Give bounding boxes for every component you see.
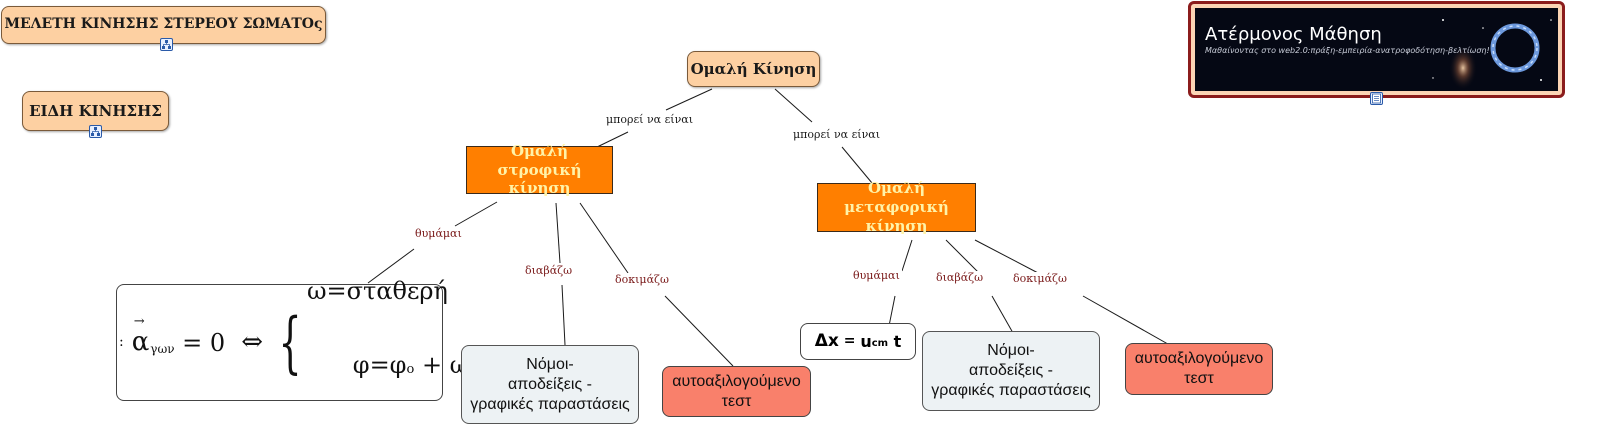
banner-title: Ατέρμονος Μάθηση xyxy=(1205,24,1382,45)
laws-left-line-3: γραφικές παραστάσεις xyxy=(470,395,630,413)
velocity-sub: cm xyxy=(871,338,889,350)
velocity: u xyxy=(860,331,872,351)
translational-formula-box[interactable]: Δx = u cm t xyxy=(800,323,916,360)
study-label: ΜΕΛΕΤΗ ΚΙΝΗΣΗΣ ΣΤΕΡΕΟΥ ΣΩΜΑΤΟς xyxy=(4,16,323,33)
banner-image: Ατέρμονος Μάθηση Μαθαίνοντας στο web2.0:… xyxy=(1195,8,1558,91)
link-remember-right: θυμάμαι xyxy=(851,269,902,283)
iff-symbol: ⇔ xyxy=(241,327,263,358)
laws-proofs-graphs-left[interactable]: Νόμοι- αποδείξεις - γραφικές παραστάσεις xyxy=(461,345,639,424)
laws-proofs-graphs-right[interactable]: Νόμοι- αποδείξεις - γραφικές παραστάσεις xyxy=(922,331,1100,411)
test-left-line-1: αυτοαξιλογούμενο xyxy=(672,372,801,390)
link-can-be-left: μπορεί να είναι xyxy=(604,113,696,127)
laws-left-line-2: αποδείξεις - xyxy=(508,375,592,393)
delta-x: Δx xyxy=(814,330,839,351)
root-node[interactable]: Ομαλή Κίνηση xyxy=(687,51,820,87)
test-left-line-2: τεστ xyxy=(721,392,752,410)
translational-line-2: μεταφορική κίνηση xyxy=(844,198,949,235)
case-phi: φ=φο + ωt xyxy=(307,320,479,410)
link-try-left: δοκιμάζω xyxy=(613,273,671,287)
test-right-line-1: αυτοαξιλογούμενο xyxy=(1134,350,1264,367)
study-node[interactable]: ΜΕΛΕΤΗ ΚΙΝΗΣΗΣ ΣΤΕΡΕΟΥ ΣΩΜΑΤΟς xyxy=(1,6,326,44)
link-read-right: διαβάζω xyxy=(934,271,986,285)
case-phi-main: φ=φ xyxy=(352,350,407,379)
link-read-left: διαβάζω xyxy=(523,264,575,278)
link-try-right: δοκιμάζω xyxy=(1011,272,1069,286)
case-phi-sub: ο xyxy=(406,361,415,377)
self-assessment-test-right[interactable]: αυτοαξιλογούμενο τεστ xyxy=(1125,343,1273,395)
types-node[interactable]: ΕΙΔΗ ΚΙΝΗΣΗΣ xyxy=(22,91,169,131)
link-remember-left: θυμάμαι xyxy=(413,227,464,241)
curly-brace: { xyxy=(278,303,302,381)
translational-motion-node[interactable]: Ομαλή μεταφορική κίνηση xyxy=(817,179,976,235)
laws-right-line-3: γραφικές παραστάσεις xyxy=(931,382,1091,399)
galaxy-image xyxy=(1423,8,1558,91)
link-can-be-right: μπορεί να είναι xyxy=(791,128,883,142)
rotational-formula-box[interactable]: : → α γων = 0 ⇔ { ω=σταθερή φ=φο + ωt xyxy=(116,277,479,401)
banner-subtitle: Μαθαίνοντας στο web2.0:πράξη-εμπειρία-αν… xyxy=(1205,46,1490,55)
alpha-symbol: α xyxy=(131,327,150,358)
laws-right-line-1: Νόμοι- xyxy=(987,342,1035,359)
root-label: Ομαλή Κίνηση xyxy=(690,59,817,78)
laws-left-line-1: Νόμοι- xyxy=(526,355,574,373)
laws-right-line-2: αποδείξεις - xyxy=(969,362,1053,379)
time: t xyxy=(888,331,902,351)
document-icon[interactable] xyxy=(1370,92,1383,105)
test-right-line-2: τεστ xyxy=(1184,370,1214,387)
equals: = xyxy=(838,332,861,349)
alpha-vector: → α xyxy=(131,314,150,359)
submap-icon[interactable] xyxy=(89,125,102,138)
rotational-line-2: στροφική κίνηση xyxy=(497,160,582,198)
rotational-motion-node[interactable]: Ομαλή στροφική κίνηση xyxy=(466,142,613,197)
banner-link[interactable]: Ατέρμονος Μάθηση Μαθαίνοντας στο web2.0:… xyxy=(1188,1,1565,98)
vector-arrow-icon: → xyxy=(133,314,145,330)
formula-prefix: : xyxy=(119,333,124,350)
case-omega: ω=σταθερή xyxy=(306,276,448,305)
submap-icon[interactable] xyxy=(160,38,173,51)
rotational-line-1: Ομαλή xyxy=(510,141,568,160)
types-label: ΕΙΔΗ ΚΙΝΗΣΗΣ xyxy=(29,101,162,120)
formula-cases: ω=σταθερή φ=φο + ωt xyxy=(307,276,479,410)
self-assessment-test-left[interactable]: αυτοαξιλογούμενο τεστ xyxy=(662,366,811,417)
alpha-subscript: γων xyxy=(150,342,175,356)
equals-zero: = 0 xyxy=(174,328,226,357)
translational-line-1: Ομαλή xyxy=(867,179,925,198)
